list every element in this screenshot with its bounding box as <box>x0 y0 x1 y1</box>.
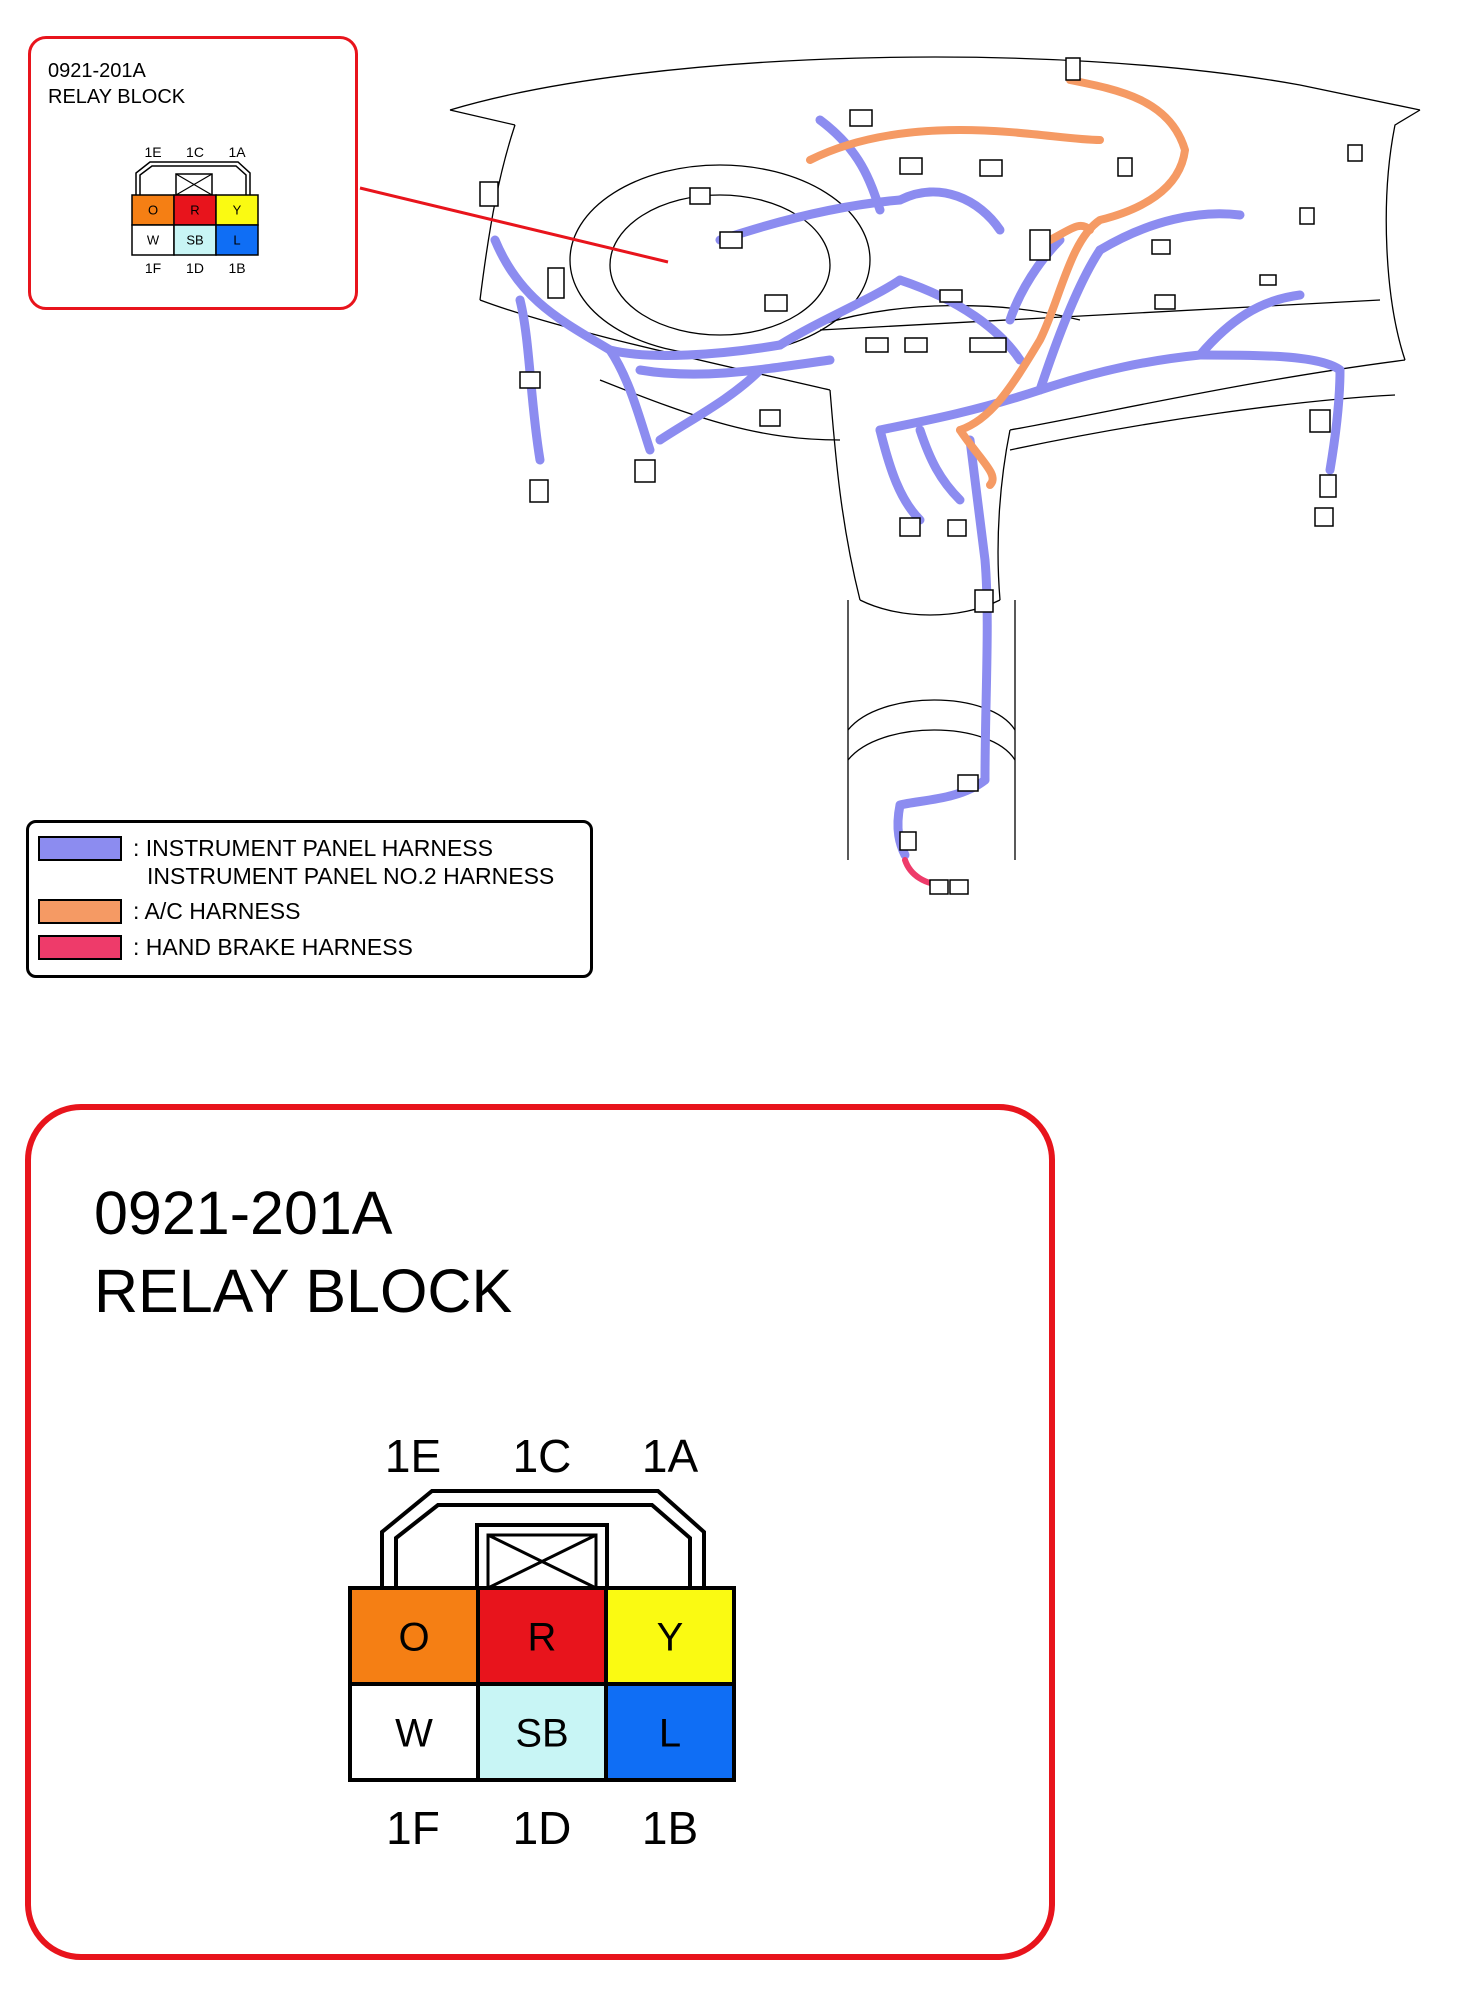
detail-connector-cell-code: W <box>395 1711 433 1755</box>
callout-pin-label: 1F <box>145 260 161 276</box>
callout-connector-cell-code: O <box>148 203 158 218</box>
detail-connector-cell-code: Y <box>657 1615 684 1659</box>
instrument-panel-harness-drawing <box>359 56 1421 895</box>
callout-connector-cell-code: R <box>190 203 199 218</box>
callout-connector-cell <box>173 224 217 256</box>
callout-connector-cell-code: SB <box>186 233 203 248</box>
detail-connector-cell-code: L <box>659 1711 681 1755</box>
callout-connector-diagram: 1E 1C 1A O R Y W SB L 1F 1D 1B <box>131 144 259 276</box>
detail-pin-label: 1A <box>642 1430 699 1482</box>
legend-label: : HAND BRAKE HARNESS <box>133 934 413 960</box>
detail-connector-diagram: 1E 1C 1A O R Y W SB L 1F 1D 1B <box>348 1430 736 1854</box>
detail-part-number: 0921-201A <box>94 1179 393 1247</box>
harness-legend <box>26 820 593 978</box>
detail-pin-label: 1E <box>385 1430 441 1482</box>
callout-pin-label: 1D <box>186 260 204 276</box>
detail-connector-cell-code: R <box>528 1615 557 1659</box>
detail-connector-cell <box>476 1682 608 1782</box>
relay-block-callout <box>28 36 358 310</box>
legend-label: : INSTRUMENT PANEL HARNESS <box>133 835 493 861</box>
detail-connector-cell <box>604 1682 736 1782</box>
callout-connector-cell-code: Y <box>233 203 242 218</box>
callout-connector-cell <box>215 194 259 226</box>
callout-pointer-line <box>359 186 669 264</box>
detail-connector-cell-code: O <box>398 1615 429 1659</box>
detail-name: RELAY BLOCK <box>94 1257 513 1325</box>
callout-part-number: 0921-201A <box>48 60 146 82</box>
detail-connector-cell <box>604 1586 736 1686</box>
callout-connector-cell-code: W <box>147 233 160 248</box>
callout-pin-label: 1C <box>186 144 204 160</box>
callout-connector-cell <box>215 224 259 256</box>
detail-pin-label: 1D <box>513 1802 572 1854</box>
relay-block-detail <box>25 1104 1055 1960</box>
callout-connector-cell <box>173 194 217 226</box>
legend-swatch-hand-brake <box>38 935 122 960</box>
detail-connector-cell <box>348 1586 480 1686</box>
ac-harness <box>806 76 1189 489</box>
callout-pin-label: 1B <box>228 260 245 276</box>
detail-pin-label: 1B <box>642 1802 698 1854</box>
callout-connector-cell <box>131 194 175 226</box>
legend-swatch-instrument-panel <box>38 836 122 861</box>
callout-pin-label: 1E <box>144 144 161 160</box>
callout-name: RELAY BLOCK <box>48 86 186 108</box>
connectors <box>479 57 1363 895</box>
detail-pin-label: 1F <box>386 1802 440 1854</box>
callout-pin-label: 1A <box>228 144 246 160</box>
callout-connector-cell-code: L <box>233 233 240 248</box>
legend-label: INSTRUMENT PANEL NO.2 HARNESS <box>147 863 555 889</box>
detail-connector-cell-code: SB <box>515 1711 568 1755</box>
legend-label: : A/C HARNESS <box>133 898 301 924</box>
detail-pin-label: 1C <box>513 1430 572 1482</box>
legend-swatch-ac <box>38 899 122 924</box>
instrument-panel-harness <box>490 115 1345 860</box>
